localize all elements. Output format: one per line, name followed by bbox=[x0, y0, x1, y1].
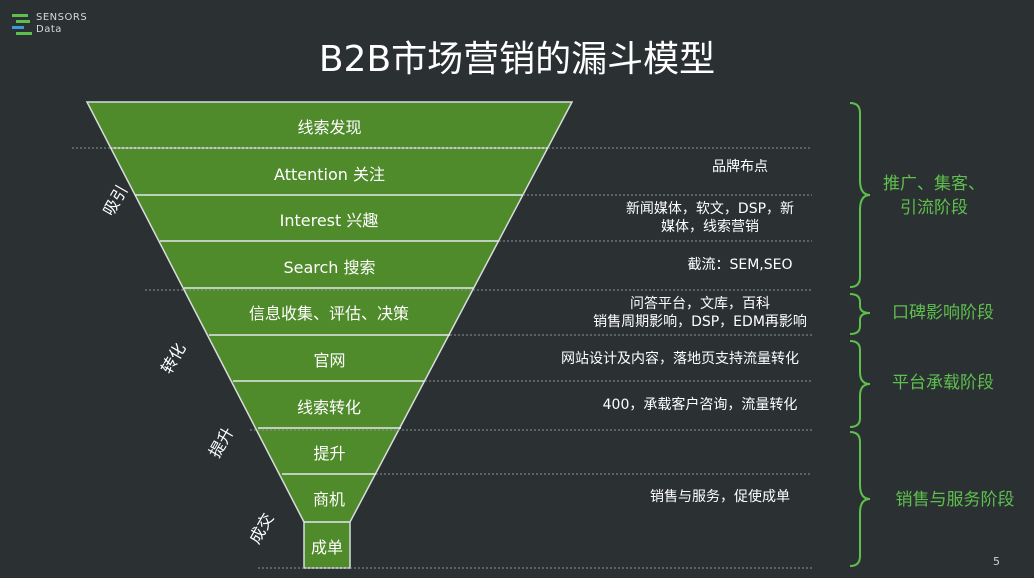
level-description: 品牌布点 bbox=[712, 159, 768, 175]
funnel-level-label: 线索转化 bbox=[296, 398, 361, 417]
sensors-data-logo-icon bbox=[12, 14, 32, 35]
brace-platform bbox=[849, 340, 871, 428]
funnel-level-label: 提升 bbox=[313, 444, 346, 463]
funnel-level-label: 官网 bbox=[313, 351, 346, 370]
level-description: 网站设计及内容，落地页支持流量转化 bbox=[561, 351, 799, 367]
level-description: 截流：SEM,SEO bbox=[687, 257, 793, 273]
phase-label-platform: 平台承载阶段 bbox=[892, 373, 994, 393]
funnel-level-label: Search 搜索 bbox=[283, 258, 376, 277]
logo-line2: Data bbox=[36, 24, 62, 35]
level-description: 问答平台，文库，百科 销售周期影响，DSP，EDM再影响 bbox=[593, 296, 807, 330]
funnel-level-label: Attention 关注 bbox=[274, 165, 385, 184]
phase-label-promotion: 推广、集客、 引流阶段 bbox=[883, 174, 985, 218]
funnel-level-label: 成单 bbox=[310, 538, 343, 557]
phase-label-sales: 销售与服务阶段 bbox=[895, 490, 1015, 510]
page-number: 5 bbox=[993, 555, 1000, 568]
page-title: B2B市场营销的漏斗模型 bbox=[318, 39, 716, 80]
brace-promotion bbox=[849, 102, 871, 288]
funnel-dividers bbox=[111, 147, 548, 523]
level-description: 新闻媒体，软文，DSP，新 媒体，线索营销 bbox=[625, 201, 795, 235]
phase-label-reputation: 口碑影响阶段 bbox=[892, 303, 994, 323]
funnel-level-label: 信息收集、评估、决策 bbox=[248, 304, 409, 323]
logo-line1: SENSORS bbox=[36, 12, 88, 23]
level-description: 销售与服务，促使成单 bbox=[650, 489, 790, 505]
guide-lines bbox=[72, 147, 812, 569]
funnel-level-label: 商机 bbox=[312, 490, 345, 509]
funnel-level-label: 线索发现 bbox=[297, 118, 362, 137]
phase-braces bbox=[849, 102, 871, 567]
funnel-level-label: Interest 兴趣 bbox=[279, 211, 379, 230]
level-description: 400，承载客户咨询，流量转化 bbox=[602, 397, 798, 413]
brace-sales bbox=[849, 431, 871, 567]
logo-text: SENSORS Data bbox=[36, 12, 87, 36]
brace-reputation bbox=[849, 293, 871, 335]
